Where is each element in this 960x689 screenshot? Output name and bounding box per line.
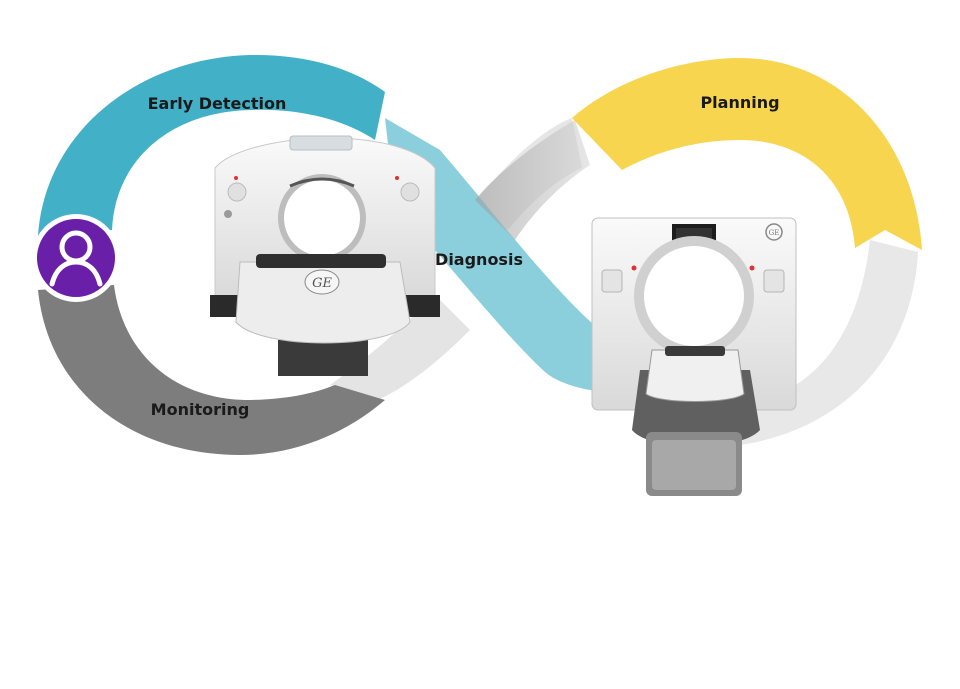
person-icon: [32, 214, 120, 302]
ct-scanner-icon: GE: [591, 217, 797, 496]
crossover-shadow: [475, 120, 590, 240]
monitoring-arc: [38, 285, 385, 455]
planning-arc: [572, 57, 922, 250]
stage-label-monitoring: Monitoring: [151, 400, 250, 419]
scanner-left-logo: GE: [312, 276, 332, 291]
diagnosis-band: [385, 118, 612, 392]
early-detection-arc: [38, 54, 385, 236]
ct-scanner-icon: GE: [210, 135, 440, 376]
stage-label-diagnosis: Diagnosis: [435, 250, 523, 269]
scanner-right-logo: GE: [769, 229, 780, 237]
stage-label-early-detection: Early Detection: [148, 94, 287, 113]
stage-label-planning: Planning: [700, 93, 779, 112]
